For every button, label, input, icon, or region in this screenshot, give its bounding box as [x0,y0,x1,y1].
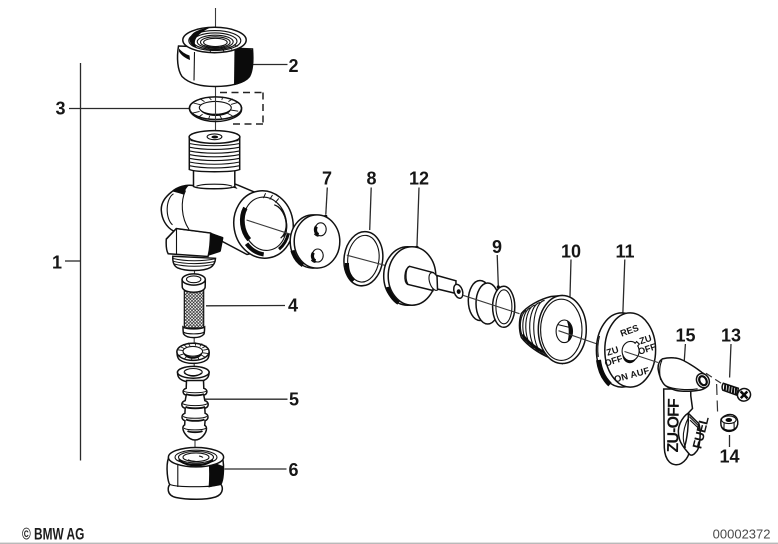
svg-text:15: 15 [675,326,695,346]
svg-text:1: 1 [52,253,62,273]
svg-text:00002372: 00002372 [713,527,771,542]
svg-text:ZU: ZU [638,333,653,346]
svg-text:14: 14 [719,447,739,467]
svg-text:13: 13 [721,326,741,346]
svg-text:5: 5 [289,390,299,410]
svg-text:8: 8 [366,169,376,189]
svg-text:© BMW AG: © BMW AG [22,526,84,544]
svg-text:9: 9 [492,237,502,257]
svg-text:10: 10 [561,242,581,262]
svg-text:4: 4 [288,296,298,316]
svg-text:ZU-OFF: ZU-OFF [665,398,683,453]
svg-text:3: 3 [55,99,65,119]
svg-text:7: 7 [322,169,332,189]
svg-text:11: 11 [615,242,634,262]
svg-text:ZU: ZU [605,344,620,357]
svg-text:6: 6 [288,460,298,480]
svg-text:2: 2 [288,56,298,76]
svg-text:12: 12 [409,169,429,189]
